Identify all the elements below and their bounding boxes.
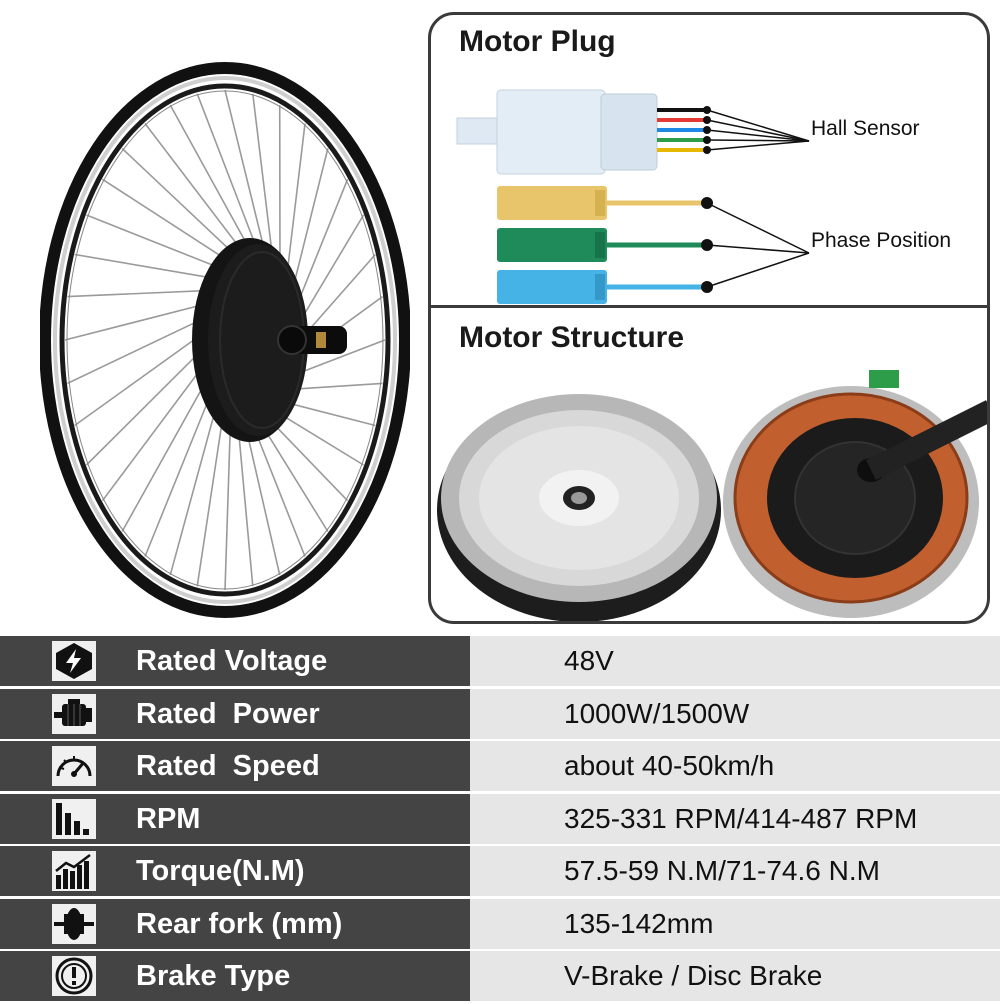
motor-plug-title: Motor Plug — [459, 25, 616, 59]
spec-label: Brake Type — [136, 951, 290, 1001]
spec-value: 1000W/1500W — [470, 689, 1000, 739]
spec-row-1: Rated Power 1000W/1500W — [0, 689, 1000, 739]
spec-label: Rear fork (mm) — [136, 899, 342, 949]
spec-value: 325-331 RPM/414-487 RPM — [470, 794, 1000, 844]
spec-label: RPM — [136, 794, 200, 844]
spec-label-cell: Brake Type — [0, 951, 470, 1001]
spec-row-4: Torque(N.M) 57.5-59 N.M/71-74.6 N.M — [0, 846, 1000, 896]
spec-label: Rated Speed — [136, 741, 320, 791]
panel-divider — [431, 305, 987, 308]
spec-value: V-Brake / Disc Brake — [470, 951, 1000, 1001]
speedometer-icon — [52, 746, 96, 786]
spec-label-cell: RPM — [0, 794, 470, 844]
spec-row-2: Rated Speed about 40-50km/h — [0, 741, 1000, 791]
lightning-icon — [52, 641, 96, 681]
spec-label: Rated Voltage — [136, 636, 327, 686]
spec-label: Torque(N.M) — [136, 846, 305, 896]
spec-row-5: Rear fork (mm) 135-142mm — [0, 899, 1000, 949]
spec-value: 135-142mm — [470, 899, 1000, 949]
brake-warning-icon — [52, 956, 96, 996]
motor-plug-diagram — [431, 70, 990, 305]
spec-label-cell: Rated Power — [0, 689, 470, 739]
trend-chart-icon — [52, 851, 96, 891]
spec-row-3: RPM 325-331 RPM/414-487 RPM — [0, 794, 1000, 844]
spec-row-0: Rated Voltage 48V — [0, 636, 1000, 686]
spec-label-cell: Rear fork (mm) — [0, 899, 470, 949]
spec-label-cell: Rated Voltage — [0, 636, 470, 686]
motor-structure-image — [431, 370, 990, 624]
phase-position-label: Phase Position — [811, 229, 951, 253]
spec-value: about 40-50km/h — [470, 741, 1000, 791]
spec-value: 48V — [470, 636, 1000, 686]
ebike-wheel-image — [40, 60, 410, 620]
motor-icon — [52, 694, 96, 734]
motor-info-panel: Motor Plug — [428, 12, 990, 624]
hub-axle-icon — [52, 904, 96, 944]
spec-value: 57.5-59 N.M/71-74.6 N.M — [470, 846, 1000, 896]
hall-sensor-label: Hall Sensor — [811, 117, 920, 141]
bar-chart-icon — [52, 799, 96, 839]
spec-label-cell: Torque(N.M) — [0, 846, 470, 896]
specs-table: Rated Voltage 48V Rated Power 1000W/1500… — [0, 636, 1000, 1004]
motor-structure-title: Motor Structure — [459, 321, 684, 355]
spec-label: Rated Power — [136, 689, 320, 739]
spec-row-6: Brake Type V-Brake / Disc Brake — [0, 951, 1000, 1001]
spec-label-cell: Rated Speed — [0, 741, 470, 791]
